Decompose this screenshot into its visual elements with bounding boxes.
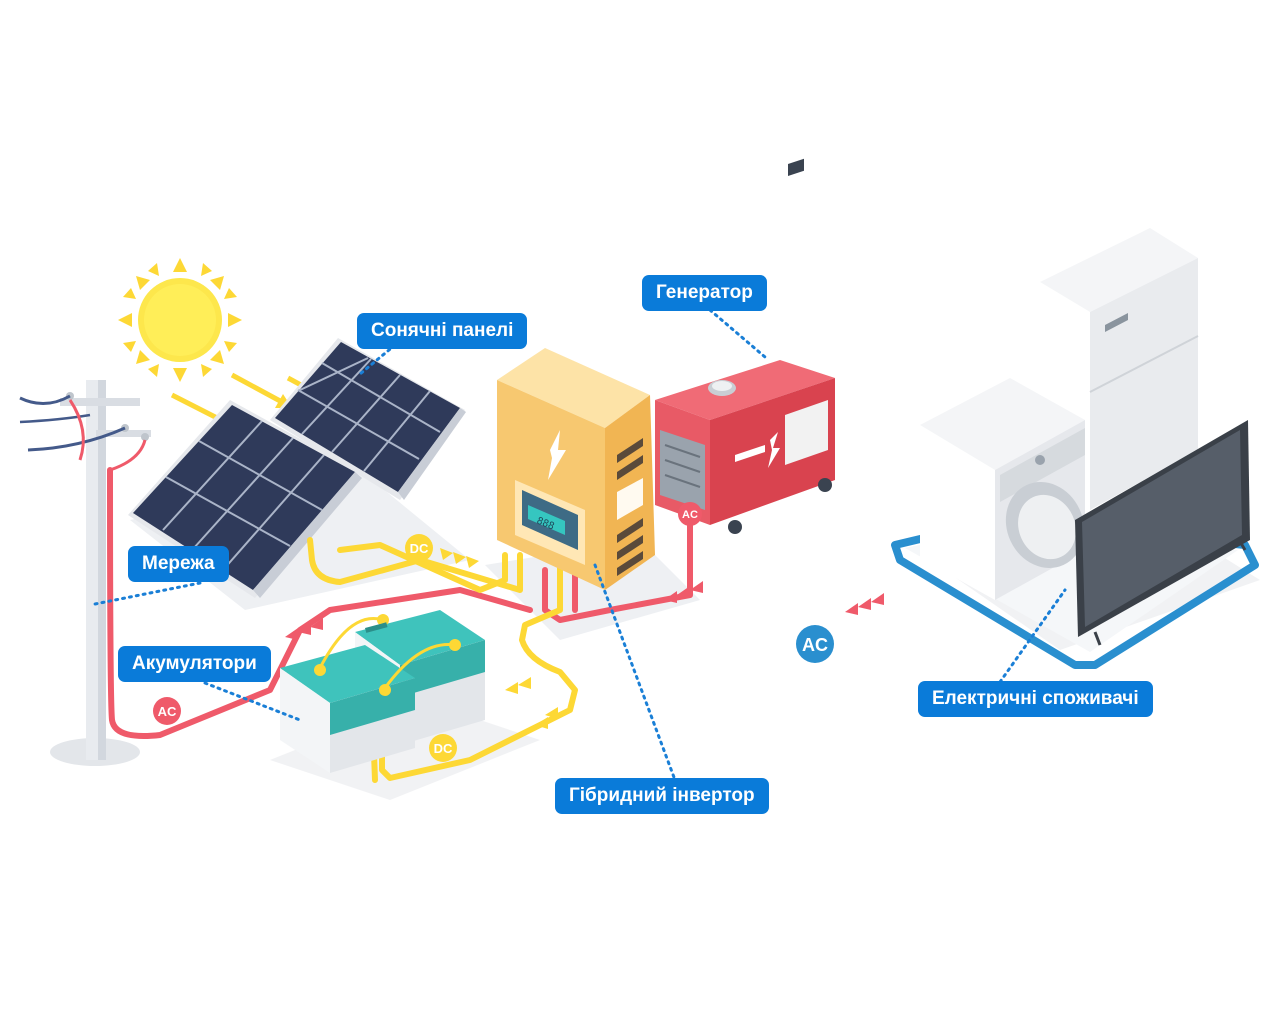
- battery-pack: [280, 610, 485, 773]
- ac-badge-grid: AC: [153, 697, 181, 725]
- label-generator: Генератор: [642, 275, 767, 311]
- label-solar-panels: Сонячні панелі: [357, 313, 528, 349]
- svg-text:DC: DC: [410, 541, 429, 556]
- svg-text:AC: AC: [802, 635, 828, 655]
- ac-badge-consumers: AC: [796, 625, 834, 663]
- generator-unit: [655, 158, 835, 534]
- dc-badge-batteries: DC: [429, 734, 457, 762]
- dc-badge-panels: DC: [405, 534, 433, 562]
- washing-machine: [920, 378, 1085, 600]
- svg-text:AC: AC: [682, 509, 698, 521]
- sun-icon: [118, 258, 242, 382]
- hybrid-inverter-unit: 888: [497, 348, 655, 590]
- label-batteries: Акумулятори: [118, 646, 271, 682]
- label-consumers: Електричні споживачі: [918, 681, 1153, 717]
- utility-pole: [19, 380, 151, 760]
- svg-text:AC: AC: [158, 704, 177, 719]
- leader-lines: [93, 308, 1067, 782]
- solar-panel-back: [270, 338, 466, 500]
- flow-arrows: [285, 548, 884, 729]
- television: [1075, 420, 1250, 646]
- label-hybrid-inverter: Гібридний інвертор: [555, 778, 769, 814]
- ac-badge-generator: AC: [678, 502, 702, 526]
- svg-text:DC: DC: [434, 741, 453, 756]
- label-grid: Мережа: [128, 546, 229, 582]
- dc-wires: [307, 537, 578, 783]
